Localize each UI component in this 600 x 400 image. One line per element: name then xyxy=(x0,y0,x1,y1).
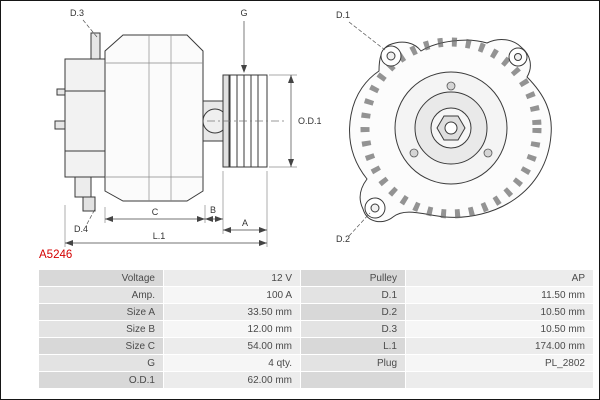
table-row: G 4 qty. Plug PL_2802 xyxy=(38,354,594,372)
spec-value: 62.00 mm xyxy=(163,371,301,389)
spec-label: D.3 xyxy=(300,320,406,338)
spec-table: Voltage 12 V Pulley AP Amp. 100 A D.1 11… xyxy=(38,269,594,389)
spec-value: PL_2802 xyxy=(405,354,594,372)
spec-value xyxy=(405,371,594,389)
dim-label-d3: D.3 xyxy=(70,8,84,18)
spec-value: AP xyxy=(405,269,594,287)
table-row: Size A 33.50 mm D.2 10.50 mm xyxy=(38,303,594,321)
dim-label-d4: D.4 xyxy=(74,224,88,234)
spec-value: 10.50 mm xyxy=(405,303,594,321)
front-view-drawing xyxy=(349,37,552,223)
spec-label: Pulley xyxy=(300,269,406,287)
table-row: Size C 54.00 mm L.1 174.00 mm xyxy=(38,337,594,355)
part-number[interactable]: A5246 xyxy=(39,249,73,261)
spec-label: L.1 xyxy=(300,337,406,355)
spec-label: Amp. xyxy=(38,286,164,304)
dim-label-b: B xyxy=(210,205,216,215)
spec-label: D.1 xyxy=(300,286,406,304)
spec-label: G xyxy=(38,354,164,372)
spec-value: 33.50 mm xyxy=(163,303,301,321)
spec-value: 54.00 mm xyxy=(163,337,301,355)
dim-label-g: G xyxy=(240,8,247,18)
spec-value: 100 A xyxy=(163,286,301,304)
technical-drawing: D.3 D.4 G O.D.1 C B A L.1 xyxy=(1,1,599,251)
spec-label: O.D.1 xyxy=(38,371,164,389)
dim-label-a: A xyxy=(242,218,248,228)
spec-value: 12 V xyxy=(163,269,301,287)
table-row: Amp. 100 A D.1 11.50 mm xyxy=(38,286,594,304)
spec-label xyxy=(300,371,406,389)
spec-value: 174.00 mm xyxy=(405,337,594,355)
spec-label: Size B xyxy=(38,320,164,338)
spec-value: 12.00 mm xyxy=(163,320,301,338)
spec-label: Size C xyxy=(38,337,164,355)
side-view-drawing xyxy=(54,32,285,212)
spec-value: 10.50 mm xyxy=(405,320,594,338)
dim-label-l1: L.1 xyxy=(153,231,166,241)
front-view-dimensions xyxy=(348,21,386,237)
spec-label: Plug xyxy=(300,354,406,372)
table-row: Size B 12.00 mm D.3 10.50 mm xyxy=(38,320,594,338)
spec-value: 11.50 mm xyxy=(405,286,594,304)
dim-label-od1: O.D.1 xyxy=(298,116,322,126)
spec-label: Size A xyxy=(38,303,164,321)
dim-label-c: C xyxy=(152,207,159,217)
side-view-dimensions xyxy=(64,19,297,247)
dim-label-d2: D.2 xyxy=(336,234,350,244)
spec-value: 4 qty. xyxy=(163,354,301,372)
table-row: O.D.1 62.00 mm xyxy=(38,371,594,389)
dim-label-d1: D.1 xyxy=(336,10,350,20)
spec-label: Voltage xyxy=(38,269,164,287)
alternator-drawing: D.3 D.4 G O.D.1 C B A L.1 xyxy=(54,8,552,247)
table-row: Voltage 12 V Pulley AP xyxy=(38,269,594,287)
spec-label: D.2 xyxy=(300,303,406,321)
